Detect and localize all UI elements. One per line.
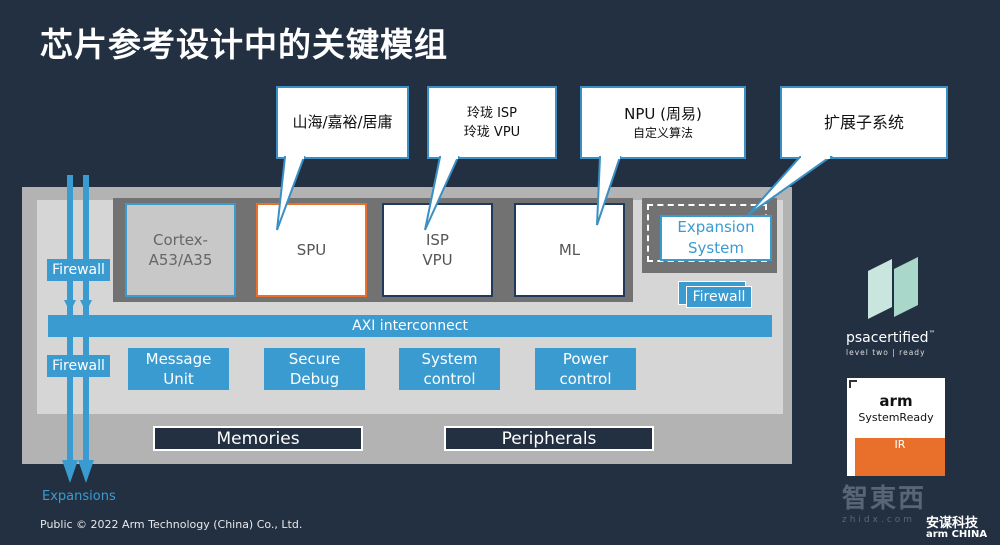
- arm-level: IR: [894, 438, 906, 451]
- cortex-block: Cortex- A53/A35: [125, 203, 236, 297]
- secure-line2: Debug: [289, 370, 340, 388]
- sysctl-line1: System: [421, 350, 478, 368]
- zhidx-domain: zhidx.com: [842, 515, 916, 525]
- callout-npu-line2: 自定义算法: [632, 125, 693, 140]
- copyright-footer: Public © 2022 Arm Technology (China) Co.…: [40, 518, 303, 531]
- expansions-label: Expansions: [42, 489, 116, 504]
- psa-tagline: level two | ready: [846, 348, 926, 357]
- arm-product: SystemReady: [858, 411, 934, 424]
- ml-block: ML: [514, 203, 625, 297]
- message-line1: Message: [145, 350, 212, 368]
- callout-spu-text: 山海/嘉裕/居庸: [292, 113, 393, 131]
- corner-mark-icon: [849, 380, 857, 388]
- armchina-logo: arm CHINA: [926, 529, 988, 540]
- firewall-bottom: Firewall: [47, 355, 110, 377]
- expansion-line1: Expansion: [677, 218, 755, 236]
- psa-name: psacertified: [846, 330, 929, 346]
- callout-isp-line2: 玲珑 VPU: [463, 124, 521, 140]
- callout-subsystem: 扩展子系统: [780, 86, 948, 159]
- axi-interconnect-bar: AXI interconnect: [48, 315, 772, 337]
- callout-spu-pointer: [276, 156, 306, 231]
- expansion-arrows: [62, 175, 94, 483]
- expansion-line2: System: [688, 239, 744, 257]
- zhidx-logo: 智東西: [842, 484, 927, 514]
- firewall-top: Firewall: [47, 259, 110, 281]
- arm-brand: arm: [879, 392, 913, 410]
- spu-block: SPU: [256, 203, 367, 297]
- psa-badge-text: psacertified™ level two | ready: [846, 327, 966, 357]
- message-line2: Unit: [163, 370, 194, 388]
- power-control-block: Power control: [535, 348, 636, 390]
- ml-label: ML: [558, 241, 581, 259]
- psa-tm: ™: [928, 329, 936, 338]
- firewall-arrowhead-right: [80, 300, 92, 312]
- callout-isp-pointer: [424, 156, 460, 231]
- system-control-block: System control: [399, 348, 500, 390]
- arm-level-bar: [855, 438, 945, 476]
- psa-logo-icon: [868, 257, 918, 319]
- arm-systemready-badge: arm SystemReady IR: [847, 378, 945, 476]
- expansion-firewall: Firewall: [686, 286, 752, 308]
- ankexin-logo: 安谋科技: [926, 516, 979, 531]
- firewall-arrowhead-left: [64, 300, 76, 312]
- peripherals-label: Peripherals: [501, 428, 597, 449]
- page-title: 芯片参考设计中的关键模组: [40, 25, 448, 64]
- callout-npu-pointer: [596, 156, 622, 226]
- cortex-line1: Cortex-: [153, 231, 208, 249]
- callout-isp-line1: 玲珑 ISP: [466, 105, 518, 121]
- callout-subsystem-text: 扩展子系统: [823, 113, 904, 132]
- sysctl-line2: control: [423, 370, 476, 388]
- isp-line1: ISP: [425, 231, 449, 249]
- memories-block: Memories: [153, 426, 363, 451]
- power-line1: Power: [562, 350, 609, 368]
- expansion-firewall-label: Firewall: [692, 289, 746, 305]
- power-line2: control: [559, 370, 612, 388]
- peripherals-block: Peripherals: [444, 426, 654, 451]
- cortex-line2: A53/A35: [148, 251, 213, 269]
- callout-npu-line1: NPU (周易): [624, 104, 702, 123]
- spu-label: SPU: [296, 241, 327, 259]
- callout-isp: 玲珑 ISP 玲珑 VPU: [427, 86, 557, 159]
- callout-subsystem-pointer: [747, 156, 834, 216]
- isp-line2: VPU: [422, 251, 453, 269]
- isp-vpu-block: ISP VPU: [382, 203, 493, 297]
- axi-label: AXI interconnect: [352, 318, 468, 334]
- firewall-top-label: Firewall: [52, 262, 105, 278]
- zhidx-watermark: 智東西 zhidx.com: [842, 478, 962, 525]
- callout-spu: 山海/嘉裕/居庸: [276, 86, 409, 159]
- memories-label: Memories: [216, 428, 300, 449]
- callout-npu: NPU (周易) 自定义算法: [580, 86, 746, 159]
- secure-line1: Secure: [288, 350, 341, 368]
- firewall-bottom-label: Firewall: [52, 358, 105, 374]
